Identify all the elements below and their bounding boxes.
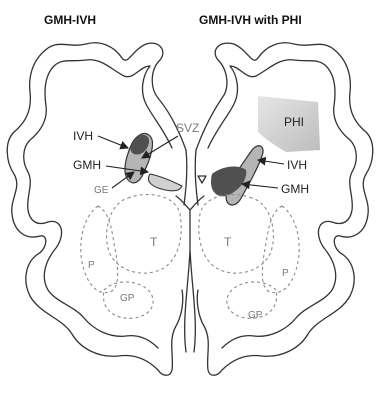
label-svz: SVZ xyxy=(176,121,199,135)
left-hemisphere-outline xyxy=(7,43,186,376)
label-putamen-right: P xyxy=(282,268,289,279)
title-right: GMH-IVH with PHI xyxy=(199,13,302,27)
label-ivh-right: IVH xyxy=(287,158,307,172)
left-thalamus-outline xyxy=(107,195,182,274)
label-gmh-right: GMH xyxy=(281,182,309,196)
right-hemisphere-outline xyxy=(196,43,373,376)
label-gp-left: GP xyxy=(120,293,135,304)
arrow-ivh-right xyxy=(258,160,284,164)
title-left: GMH-IVH xyxy=(44,13,96,27)
label-gmh-left: GMH xyxy=(73,158,101,172)
left-putamen-outline xyxy=(81,206,118,293)
label-phi: PHI xyxy=(284,115,304,129)
label-gp-right: GP xyxy=(248,310,263,321)
left-hemisphere-inner-cortex xyxy=(24,60,172,348)
label-thalamus-left: T xyxy=(150,235,158,249)
right-thalamus-outline xyxy=(199,195,274,274)
label-ge: GE xyxy=(94,185,109,196)
left-germinal-matrix xyxy=(148,174,182,191)
arrow-ivh-left xyxy=(98,136,128,148)
third-ventricle-triangle xyxy=(198,176,206,183)
label-ivh-left: IVH xyxy=(73,129,93,143)
label-putamen-left: P xyxy=(88,260,95,271)
right-putamen-outline xyxy=(262,206,299,293)
label-thalamus-right: T xyxy=(224,235,232,249)
